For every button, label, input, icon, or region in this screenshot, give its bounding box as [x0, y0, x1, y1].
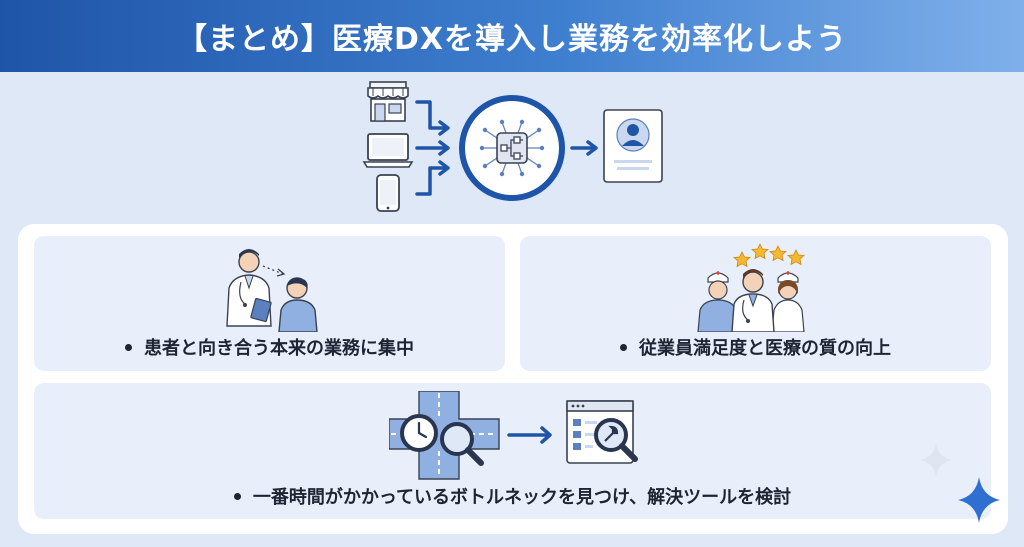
- clock-icon: [400, 414, 438, 452]
- bullet-dot: [620, 343, 627, 351]
- bottleneck-search-icon: [389, 391, 638, 480]
- benefit-card-bottleneck: 一番時間がかかっているボトルネックを見つけ、解決ツールを検討: [34, 383, 991, 519]
- benefit-text-bottleneck: 一番時間がかかっているボトルネックを見つけ、解決ツールを検討: [252, 487, 792, 508]
- medical-staff-stars-icon: [697, 243, 805, 332]
- flow-diagram: [362, 81, 663, 212]
- tool-search-window-icon: [566, 400, 638, 464]
- laptop-icon: [362, 133, 414, 168]
- star-icon: [751, 243, 769, 260]
- bullet-dot: [233, 492, 241, 500]
- benefit-card-focus: 患者と向き合う本来の業務に集中: [34, 236, 505, 371]
- header-banner: 【まとめ】医療DXを導入し業務を効率化しよう: [0, 0, 1024, 72]
- doctor-patient-icon: [226, 249, 318, 332]
- benefit-label-satisfaction: 従業員満足度と医療の質の向上: [520, 334, 991, 360]
- sparkle-blue-icon: [958, 477, 1000, 523]
- patient-profile-icon: [603, 109, 663, 183]
- input-arrows: [415, 100, 450, 196]
- magnifier-icon: [440, 422, 484, 466]
- benefit-text-satisfaction: 従業員満足度と医療の質の向上: [639, 338, 891, 359]
- data-hub-icon: [459, 95, 565, 201]
- star-icon: [733, 251, 751, 268]
- benefit-label-bottleneck: 一番時間がかかっているボトルネックを見つけ、解決ツールを検討: [34, 483, 991, 509]
- benefit-card-satisfaction: 従業員満足度と医療の質の向上: [520, 236, 991, 371]
- star-icon: [769, 245, 787, 262]
- page-title: 【まとめ】医療DXを導入し業務を効率化しよう: [176, 22, 848, 57]
- smartphone-icon: [376, 174, 400, 212]
- flow-arrow: [507, 426, 552, 444]
- benefit-text-focus: 患者と向き合う本来の業務に集中: [144, 338, 414, 359]
- benefit-label-focus: 患者と向き合う本来の業務に集中: [34, 334, 505, 360]
- store-icon: [367, 81, 409, 122]
- output-arrow: [570, 140, 598, 156]
- star-icon: [787, 249, 805, 266]
- bullet-dot: [125, 343, 132, 351]
- sparkle-light-icon: [920, 443, 952, 477]
